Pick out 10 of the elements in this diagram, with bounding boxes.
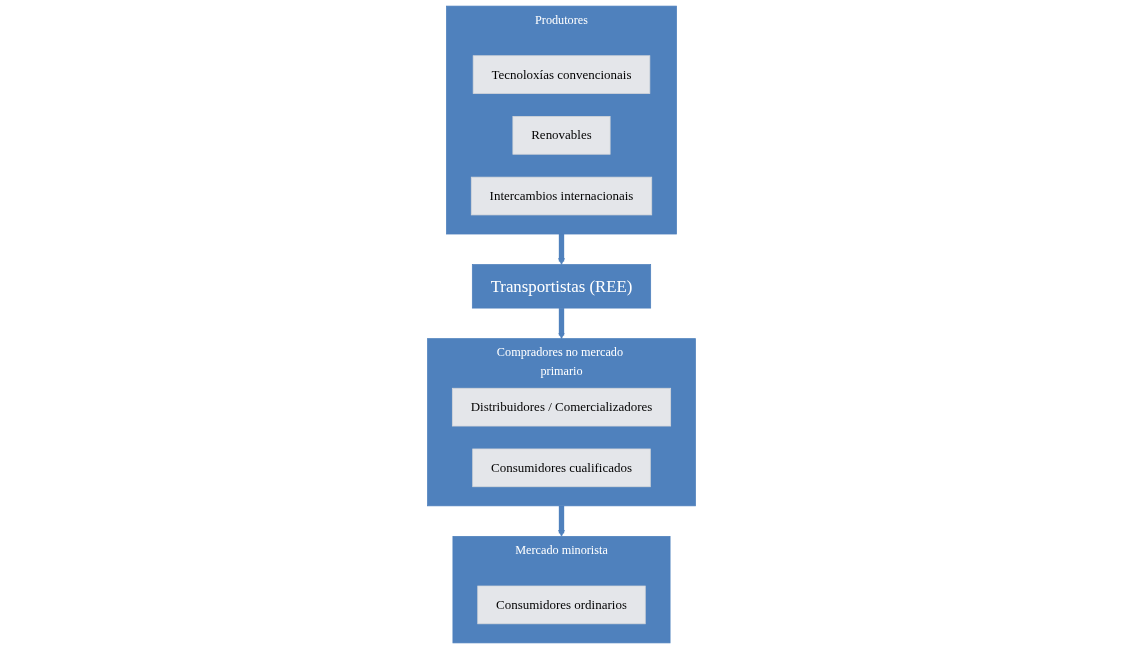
- node-box: Distribuidores / Comercializadores: [451, 387, 672, 427]
- arrow: [558, 233, 565, 265]
- node-box: Consumidores cualificados: [472, 448, 651, 488]
- arrow: [558, 307, 565, 339]
- arrow: [558, 505, 565, 537]
- node-box: Renovables: [512, 116, 611, 155]
- node-box: Tecnoloxías convencionais: [472, 55, 651, 94]
- node-box: Intercambios internacionais: [470, 176, 653, 216]
- node-box: Transportistas (REE): [471, 264, 652, 309]
- node-box: Consumidores ordinarios: [477, 585, 646, 625]
